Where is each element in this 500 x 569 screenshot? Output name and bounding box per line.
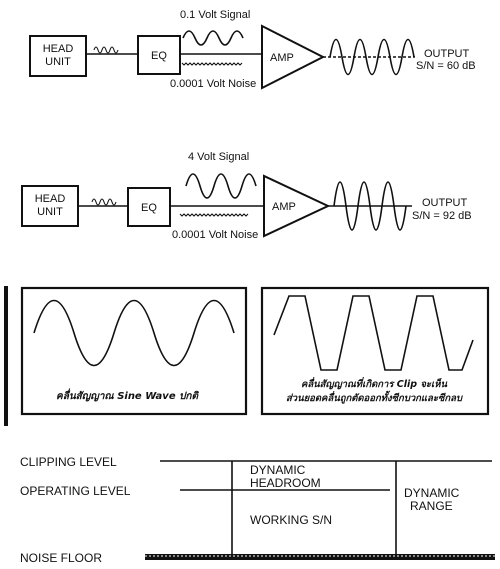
- output-label: OUTPUT: [422, 197, 468, 209]
- head-unit-label-line1: HEAD: [43, 43, 74, 55]
- working-sn-label: WORKING S/N: [250, 513, 332, 527]
- diagram-1: HEAD UNIT EQ 0.1 Volt Signal 0.0001 Volt…: [29, 9, 476, 90]
- head-unit-label-line2: UNIT: [37, 206, 63, 218]
- clip-caption-line1: คลื่นสัญญาณที่เกิดการ Clip จะเห็น: [301, 377, 448, 390]
- sn-label: S/N = 92 dB: [412, 210, 472, 222]
- clipping-level-label: CLIPPING LEVEL: [20, 455, 117, 469]
- amp-label: AMP: [272, 201, 296, 213]
- small-input-wave: [91, 198, 117, 206]
- noise-wave: [181, 62, 243, 66]
- eq-box: [137, 35, 181, 75]
- amp-label: AMP: [270, 52, 294, 64]
- sine-wave-caption: คลื่นสัญญาณ Sine Wave ปกติ: [56, 388, 199, 402]
- diagram-2: HEAD UNIT EQ 4 Volt Signal 0.0001 Volt N…: [21, 151, 472, 241]
- head-unit-box: [21, 185, 79, 227]
- clipped-wave: [273, 295, 474, 371]
- levels-diagram: CLIPPING LEVEL OPERATING LEVEL NOISE FLO…: [20, 455, 495, 565]
- output-wave: [333, 181, 407, 231]
- amp-triangle: [261, 24, 326, 90]
- signal-label: 4 Volt Signal: [188, 151, 249, 163]
- head-unit-box: [29, 35, 87, 77]
- sn-label: S/N = 60 dB: [416, 60, 476, 72]
- wave-comparison: คลื่นสัญญาณ Sine Wave ปกติ คลื่นสัญญาณที…: [4, 286, 490, 426]
- signal-label: 0.1 Volt Signal: [180, 9, 250, 21]
- dynamic-headroom-label-line2: HEADROOM: [250, 476, 321, 490]
- noise-label: 0.0001 Volt Noise: [170, 78, 256, 90]
- signal-wave: [185, 173, 257, 199]
- clip-caption-line2: ส่วนยอดคลื่นถูกตัดออกทั้งซีกบวกและซีกลบ: [286, 390, 463, 404]
- dynamic-headroom-label-line1: DYNAMIC: [250, 463, 306, 477]
- scan-edge: [4, 286, 8, 426]
- clipped-wave-panel: [260, 286, 490, 416]
- eq-label: EQ: [151, 50, 167, 62]
- noise-floor-label: NOISE FLOOR: [20, 551, 102, 565]
- noise-label: 0.0001 Volt Noise: [172, 229, 258, 241]
- amp-triangle: [263, 174, 331, 238]
- noise-floor-bar: [145, 554, 495, 560]
- head-unit-label-line1: HEAD: [35, 193, 66, 205]
- signal-wave: [182, 30, 244, 46]
- output-wave: [329, 38, 415, 76]
- head-unit-label-line2: UNIT: [45, 56, 71, 68]
- sine-wave-panel: [20, 286, 248, 416]
- operating-level-label: OPERATING LEVEL: [20, 484, 131, 498]
- output-label: OUTPUT: [424, 48, 470, 60]
- noise-wave: [179, 213, 249, 217]
- sine-wave: [33, 299, 235, 367]
- dynamic-range-label-line2: RANGE: [410, 499, 453, 513]
- dynamic-range-label-line1: DYNAMIC: [404, 486, 460, 500]
- small-input-wave: [93, 46, 119, 54]
- eq-label: EQ: [141, 202, 157, 214]
- eq-box: [127, 187, 171, 227]
